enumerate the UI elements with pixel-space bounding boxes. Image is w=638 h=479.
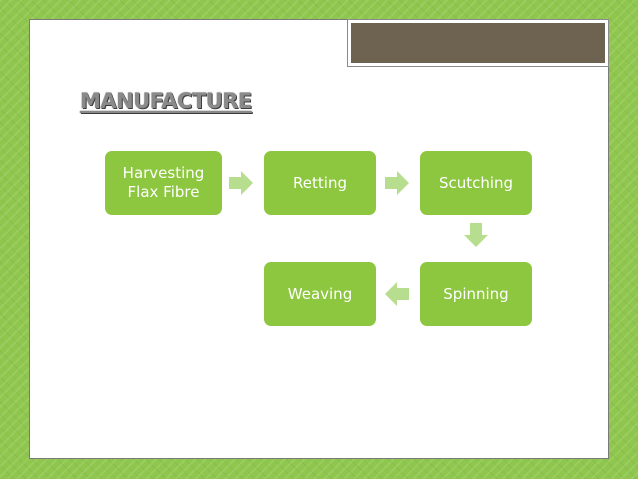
arrow-left-icon (385, 282, 409, 306)
step-harvesting: Harvesting Flax Fibre (105, 151, 222, 215)
arrow-right-icon (229, 171, 253, 195)
step-weaving: Weaving (264, 262, 376, 326)
step-scutching: Scutching (420, 151, 532, 215)
step-retting: Retting (264, 151, 376, 215)
slide-canvas (29, 19, 609, 459)
arrow-down-icon (464, 223, 488, 247)
step-spinning: Spinning (420, 262, 532, 326)
section-heading: MANUFACTURE (80, 89, 252, 113)
title-placeholder (347, 19, 609, 67)
arrow-right-icon (385, 171, 409, 195)
